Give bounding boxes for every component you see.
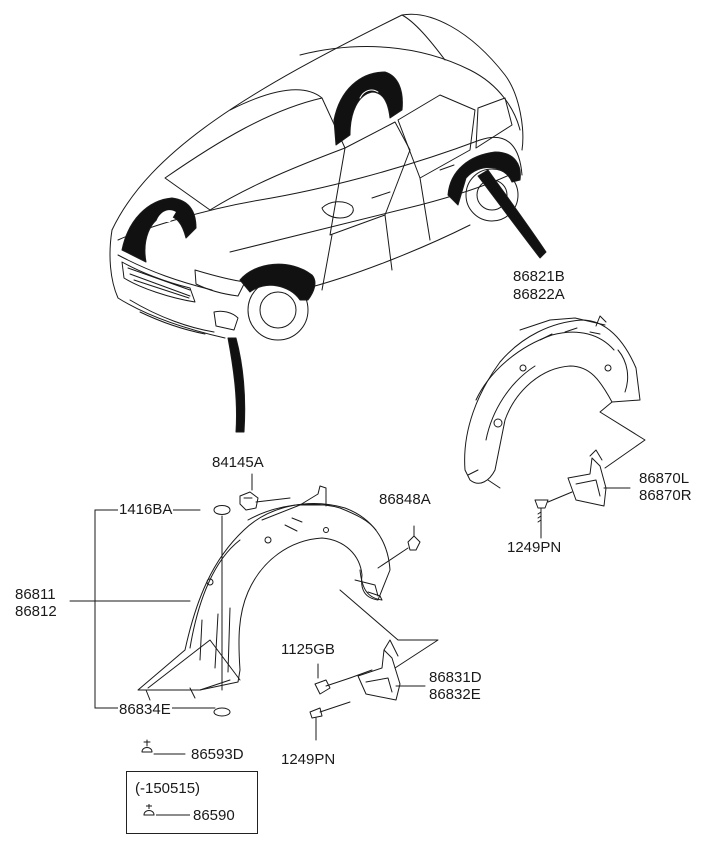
front-wheel-liner: [137, 473, 439, 755]
label-rear-screw: 1249PN: [506, 539, 563, 556]
label-front-bolt: 1125GB: [280, 641, 336, 658]
label-rear-liner-part-1: 86821B: [512, 268, 566, 285]
label-front-nut: 1416BA: [118, 501, 174, 518]
label-inset-part: 86590: [192, 807, 236, 824]
rear-wheel-liner: [464, 315, 646, 489]
label-front-liner-part-2: 86812: [14, 603, 58, 620]
label-rear-mudguard-part-1: 86870L: [638, 470, 691, 487]
label-front-liner-part-1: 86811: [14, 586, 57, 603]
label-front-clip: 84145A: [211, 454, 265, 471]
label-front-push-clip: 86848A: [378, 491, 432, 508]
car-illustration: [109, 13, 547, 433]
rear-mudguard: [534, 449, 631, 539]
label-rear-mudguard-part-2: 86870R: [638, 487, 693, 504]
callout-lines: [69, 509, 216, 709]
front-mudguard: [309, 639, 426, 741]
label-front-mudguard-part-2: 86832E: [428, 686, 482, 703]
label-front-screw: 1249PN: [280, 751, 337, 768]
label-rear-liner-part-2: 86822A: [512, 286, 566, 303]
label-inset-condition: (-150515): [134, 780, 202, 797]
label-front-washer: 86834E: [118, 701, 172, 718]
label-front-rivet: 86593D: [190, 746, 245, 763]
label-front-mudguard-part-1: 86831D: [428, 669, 483, 686]
